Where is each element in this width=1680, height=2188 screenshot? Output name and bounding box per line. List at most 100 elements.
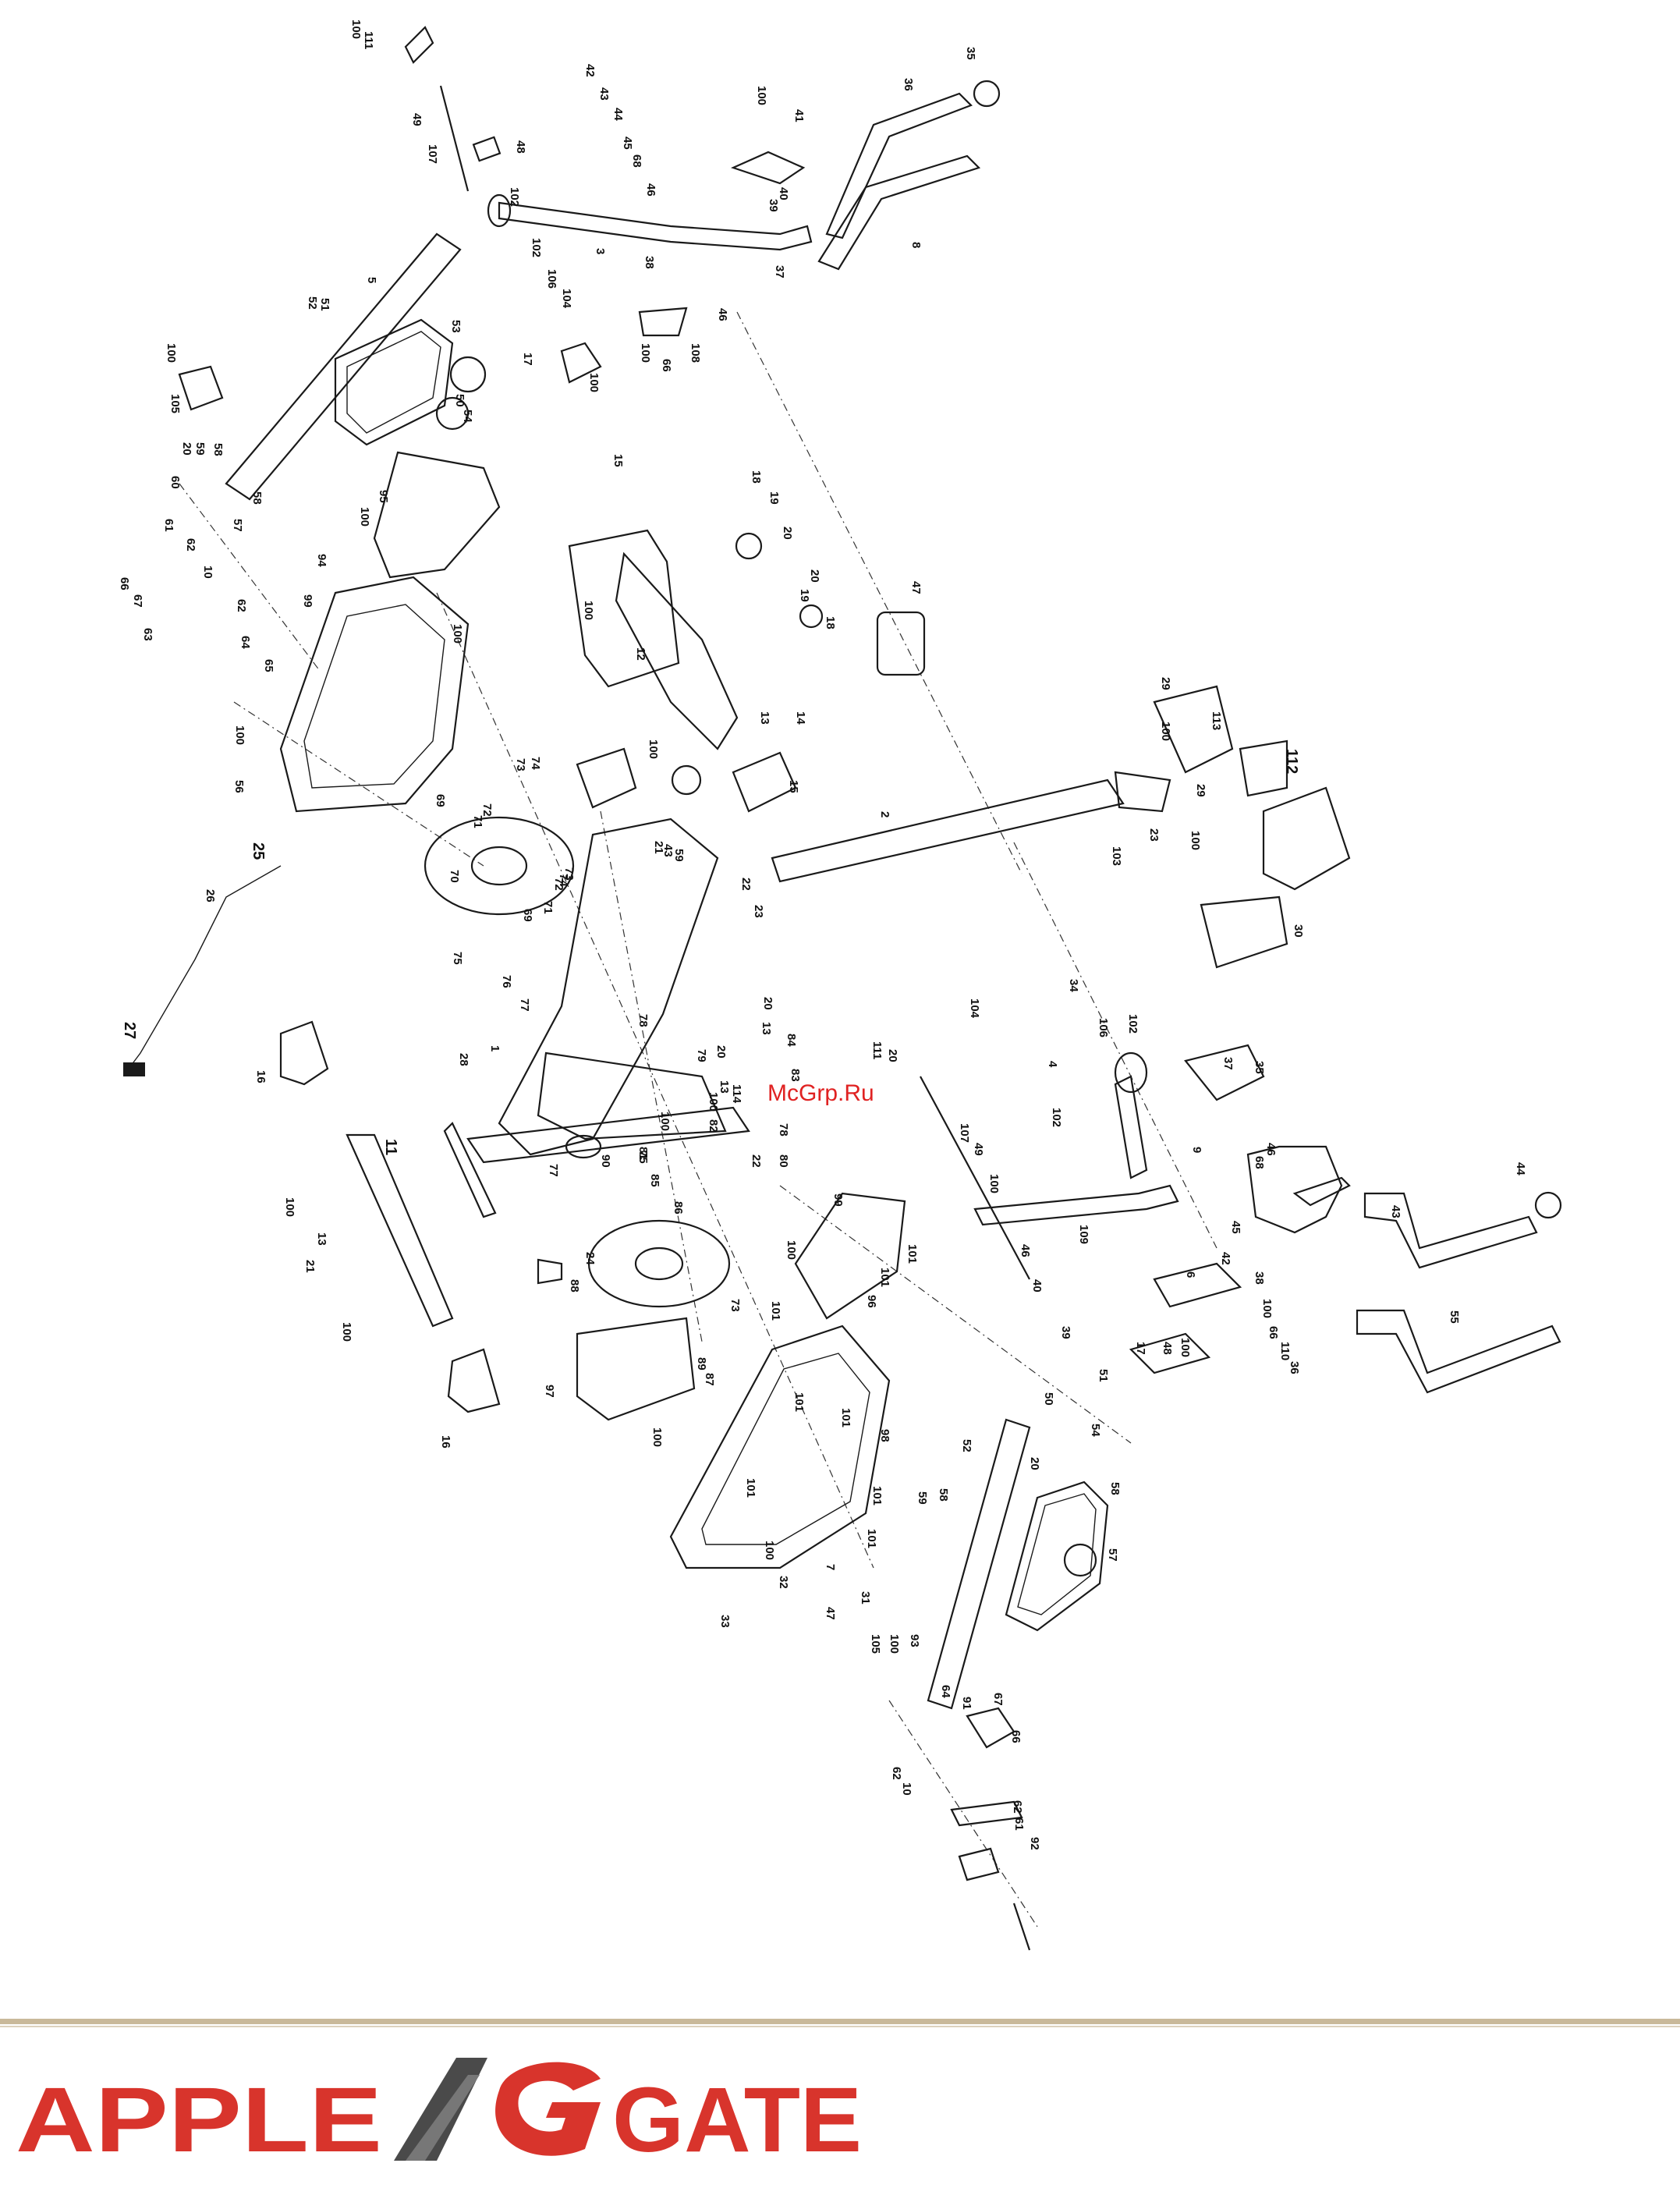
- part-label: 24: [583, 1252, 597, 1265]
- part-label: 112: [1283, 749, 1300, 774]
- part-label: 44: [611, 108, 625, 121]
- part-label: 49: [410, 113, 424, 126]
- part-label: 13: [718, 1080, 731, 1094]
- part-label: 100: [888, 1634, 901, 1654]
- part-label: 101: [878, 1268, 891, 1287]
- part-label: 86: [672, 1201, 685, 1215]
- part-label: 46: [1019, 1244, 1032, 1257]
- part-label: 100: [785, 1240, 798, 1260]
- part-label: 38: [1253, 1271, 1266, 1285]
- assembly-axis-lines: [179, 311, 1217, 1927]
- part-label: 100: [451, 624, 464, 644]
- part-label: 82: [707, 1119, 720, 1133]
- part-label: 22: [739, 878, 753, 891]
- footer-rule-thin: [0, 2026, 1680, 2027]
- resistance-frame: [568, 529, 824, 813]
- part-label: 71: [471, 815, 484, 828]
- brand-monogram-icon: [394, 2058, 601, 2161]
- part-label: 13: [758, 711, 771, 725]
- part-label: 62: [1011, 1800, 1024, 1814]
- part-label: 50: [453, 394, 466, 407]
- part-label: 98: [878, 1429, 891, 1442]
- part-label: 87: [703, 1373, 716, 1386]
- part-label: 28: [457, 1053, 470, 1066]
- part-label: 95: [377, 490, 390, 503]
- part-label: 19: [798, 589, 811, 602]
- part-label: 106: [1097, 1018, 1110, 1037]
- part-label: 38: [643, 256, 656, 269]
- part-label: 34: [1067, 979, 1080, 992]
- part-label: 83: [789, 1069, 802, 1082]
- part-label: 55: [1448, 1310, 1461, 1324]
- part-label: 17: [521, 353, 534, 366]
- part-label: 8: [909, 242, 923, 248]
- part-label: 73: [562, 867, 576, 881]
- part-label: 106: [545, 269, 558, 289]
- left-lower-shroud: [279, 1020, 501, 1413]
- part-label: 101: [769, 1301, 782, 1321]
- part-label: 73: [514, 758, 527, 771]
- part-label: 52: [306, 296, 319, 310]
- part-label: 100: [1178, 1338, 1192, 1357]
- brand-right-text: GATE: [612, 2069, 862, 2172]
- part-label: 111: [362, 31, 375, 49]
- part-label: 53: [449, 320, 463, 333]
- part-label: 36: [902, 78, 915, 91]
- exploded-parts-diagram: 100 111 49 107 48 102 3 102 106 104 17 1…: [118, 20, 1562, 1951]
- part-label: 58: [1108, 1482, 1122, 1495]
- part-label: 100: [647, 739, 660, 759]
- part-label: 20: [714, 1045, 728, 1059]
- part-label: 75: [451, 952, 464, 965]
- part-label: 77: [518, 998, 531, 1012]
- part-label: 100: [165, 343, 178, 363]
- part-label: 3: [594, 248, 607, 254]
- left-shroud: [279, 451, 501, 813]
- part-label: 70: [448, 870, 461, 883]
- part-label: 68: [630, 154, 643, 168]
- part-label: 104: [968, 998, 981, 1019]
- part-label: 96: [865, 1295, 878, 1308]
- part-label: 47: [909, 581, 923, 594]
- part-label: 50: [1042, 1392, 1055, 1406]
- part-label: 13: [315, 1232, 328, 1246]
- part-label: 100: [707, 1092, 720, 1112]
- part-label: 16: [254, 1070, 268, 1083]
- part-label: 101: [870, 1486, 884, 1505]
- console-assembly: [1153, 685, 1351, 969]
- part-label: 100: [358, 507, 371, 527]
- part-label: 108: [689, 343, 702, 363]
- part-label: 101: [906, 1244, 919, 1264]
- part-label: 29: [1159, 677, 1172, 690]
- part-label: 32: [777, 1576, 790, 1589]
- part-label: 76: [500, 975, 513, 988]
- part-label: 51: [1097, 1369, 1110, 1382]
- part-label: 15: [787, 780, 800, 793]
- part-label: 27: [121, 1022, 138, 1039]
- part-label: 20: [180, 442, 193, 456]
- part-label: 100: [582, 601, 595, 620]
- part-label: 23: [752, 905, 765, 918]
- part-label: 45: [621, 137, 634, 150]
- part-label: 40: [777, 187, 790, 200]
- part-label: 4: [1046, 1061, 1059, 1068]
- part-label: 54: [1089, 1424, 1102, 1437]
- part-label: 10: [900, 1782, 913, 1796]
- part-label: 100: [1159, 722, 1172, 741]
- part-label: 16: [439, 1435, 452, 1449]
- part-label: 64: [939, 1685, 952, 1698]
- part-label: 78: [636, 1014, 650, 1027]
- part-label: 89: [695, 1357, 708, 1371]
- part-label: 54: [461, 410, 474, 423]
- part-label: 105: [869, 1634, 882, 1654]
- part-label: 100: [987, 1174, 1001, 1193]
- part-label: 66: [1009, 1730, 1023, 1743]
- part-label: 72: [480, 803, 494, 817]
- part-label: 48: [514, 140, 527, 154]
- part-label: 10: [201, 566, 214, 579]
- part-label: 43: [1389, 1205, 1402, 1218]
- part-label: 103: [1110, 846, 1123, 866]
- left-upper-arm-assembly: [178, 26, 1001, 501]
- part-label: 62: [184, 538, 197, 551]
- part-label: 85: [648, 1174, 661, 1187]
- part-label: 102: [508, 187, 521, 207]
